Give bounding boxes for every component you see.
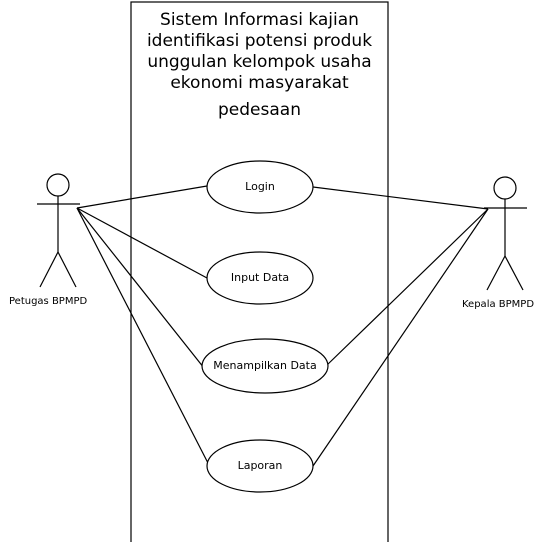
assoc-kepala-menampilkan-data: [325, 208, 489, 367]
actor-petugas-figure: [37, 173, 80, 288]
assoc-kepala-login: [312, 186, 489, 210]
actor-kepala-left-leg: [486, 255, 506, 291]
actor-petugas-right-leg: [57, 251, 77, 288]
actor-kepala-head: [493, 176, 517, 200]
use-case-laporan: [206, 439, 314, 493]
use-case-login-label: Login: [245, 180, 275, 193]
system-title-line-5: pedesaan: [218, 100, 301, 120]
use-case-laporan-label: Laporan: [237, 459, 283, 472]
right-actor-associations: [312, 186, 489, 467]
assoc-kepala-laporan: [312, 208, 489, 467]
left-actor-associations: [76, 185, 210, 466]
actor-kepala-label: Kepala BPMPD: [462, 299, 535, 310]
assoc-petugas-input-data: [76, 207, 208, 279]
use-case-input-data-label: Input Data: [230, 271, 290, 284]
system-title-line-2: identifikasi potensi produk: [146, 31, 373, 51]
actor-petugas-head: [46, 173, 70, 197]
actor-kepala-figure: [484, 176, 527, 291]
system-boundary: [130, 1, 389, 542]
use-case-input-data: [206, 251, 314, 305]
assoc-petugas-login: [76, 185, 208, 209]
system-title-line-1: Sistem Informasi kajian: [160, 10, 359, 30]
use-case-login: [206, 160, 314, 214]
actor-kepala-right-leg: [504, 255, 524, 291]
actor-petugas-left-leg: [39, 251, 59, 288]
use-case-menampilkan-data: [201, 338, 329, 394]
system-title-line-3: unggulan kelompok usaha: [147, 52, 372, 72]
assoc-petugas-menampilkan-data: [76, 207, 205, 369]
use-case-menampilkan-data-label: Menampilkan Data: [213, 359, 317, 372]
system-title: Sistem Informasi kajian identifikasi pot…: [132, 10, 387, 121]
assoc-petugas-laporan: [76, 207, 210, 466]
actor-petugas-label: Petugas BPMPD: [9, 296, 88, 307]
system-title-line-4: ekonomi masyarakat: [170, 73, 349, 93]
